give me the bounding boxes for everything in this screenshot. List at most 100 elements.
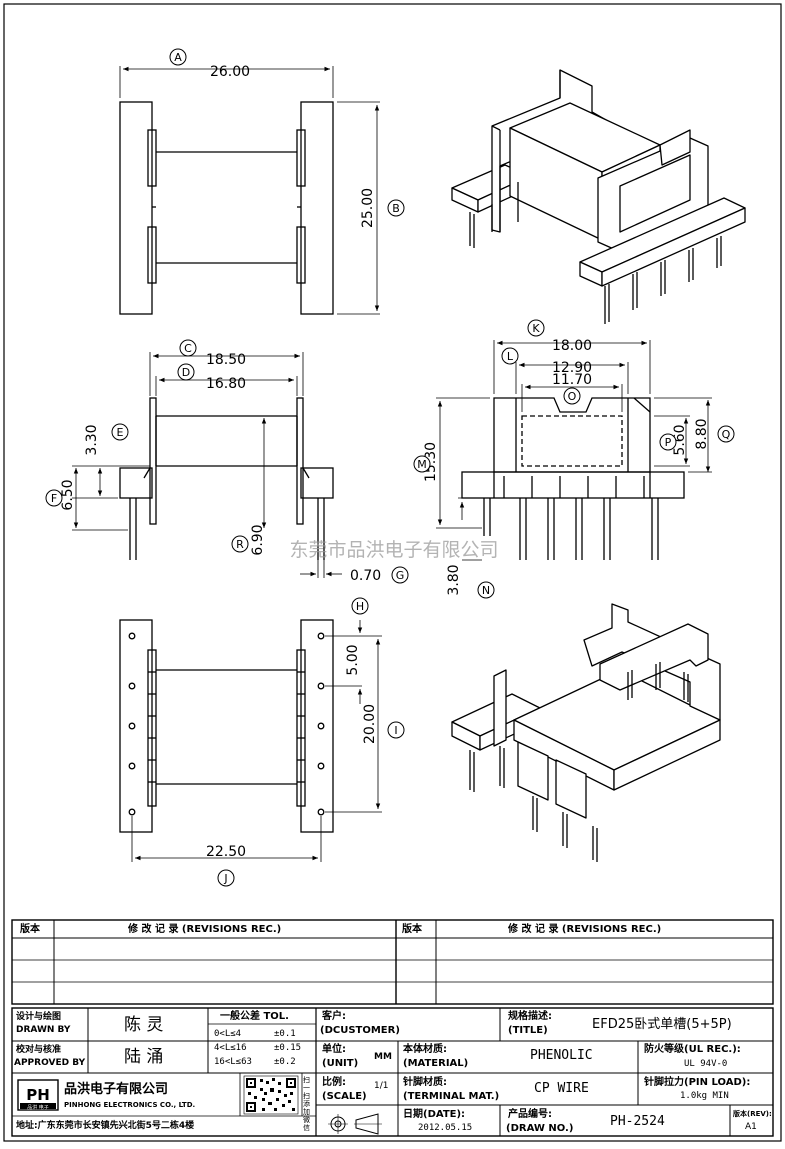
dim-q-value: 8.80 [694, 418, 710, 449]
watermark-text: 东莞市品洪电子有限公司 [289, 539, 498, 561]
svg-text:K: K [532, 322, 540, 335]
iso-view-top [451, 69, 746, 287]
dim-i-value: 20.00 [362, 704, 378, 744]
dim-h-value: 5.00 [345, 644, 361, 675]
date-value: 2012.05.15 [418, 1123, 473, 1133]
dimension-values: 26.00 25.00 18.50 16.80 3.30 6.50 6.90 0… [60, 64, 710, 860]
balloon-f: F [45, 489, 63, 507]
balloon-o: O [563, 387, 581, 405]
dim-l-value: 12.90 [552, 360, 592, 376]
company-address: 地址:广东东莞市长安镇先兴北街5号二栋4楼 [16, 1121, 195, 1131]
svg-text:M: M [417, 458, 427, 471]
company-name-cn: 品洪电子有限公司 [64, 1082, 169, 1097]
title-block-grid [11, 1007, 774, 1137]
terminal-label: 针脚材质: [403, 1077, 447, 1088]
svg-text:O: O [568, 390, 577, 403]
drawno-label: 产品编号: [508, 1109, 552, 1120]
iso-view-bottom [451, 603, 721, 819]
balloon-q: Q [717, 425, 735, 443]
balloon-d: D [177, 363, 195, 381]
customer-label-en: (DCUSTOMER) [320, 1025, 400, 1036]
balloon-m: M [413, 455, 431, 473]
scale-label-en: (SCALE) [322, 1091, 367, 1102]
tol-value-1: ±0.1 [274, 1029, 296, 1039]
svg-text:N: N [482, 584, 490, 597]
dimension-balloons: A B C D E F R G K L O M P Q N H I J [45, 48, 735, 887]
balloon-b: B [387, 199, 405, 217]
material-label: 本体材质: [403, 1044, 447, 1055]
balloon-a: A [169, 48, 187, 66]
material-value: PHENOLIC [530, 1048, 593, 1063]
tol-range-3: 16<L≤63 [214, 1057, 252, 1067]
rev-version-header-left: 版本 [20, 924, 40, 935]
dim-m-value: 15.30 [423, 442, 439, 482]
dim-g-value: 0.70 [350, 568, 381, 584]
title-label: 规格描述: [508, 1011, 552, 1022]
svg-text:L: L [507, 350, 514, 363]
unit-label-en: (UNIT) [322, 1058, 359, 1069]
material-label-en: (MATERIAL) [403, 1058, 469, 1069]
dim-o-value: 11.70 [552, 372, 592, 388]
svg-text:B: B [392, 202, 400, 215]
rev-label: 版本(REV): [733, 1110, 772, 1118]
approver-name: 陆 涌 [124, 1047, 164, 1067]
fire-value: UL 94V-0 [684, 1059, 728, 1069]
fire-label: 防火等级(UL REC.): [644, 1044, 741, 1055]
balloon-i: I [387, 721, 405, 739]
svg-text:I: I [394, 724, 397, 737]
approve-label-cn: 校对与核准 [16, 1045, 62, 1055]
company-logo: PH 品洪 电子 [17, 1079, 59, 1111]
design-label-en: DRAWN BY [16, 1025, 71, 1035]
terminal-value: CP WIRE [534, 1081, 589, 1096]
dim-r-value: 6.90 [250, 524, 266, 555]
balloon-j: J [217, 869, 235, 887]
svg-text:C: C [184, 342, 192, 355]
customer-label: 客户: [322, 1011, 346, 1022]
sheet-border [3, 3, 782, 1142]
drawno-label-en: (DRAW NO.) [506, 1123, 574, 1134]
pinload-label: 针脚拉力(PIN LOAD): [644, 1077, 751, 1088]
title-value: EFD25卧式单槽(5+5P) [592, 1017, 732, 1032]
projection-symbol-icon [328, 1113, 382, 1135]
terminal-label-en: (TERMINAL MAT.) [403, 1091, 500, 1102]
svg-text:G: G [396, 569, 405, 582]
svg-text:P: P [665, 436, 672, 449]
dim-e-value: 3.30 [84, 424, 100, 455]
scale-label: 比例: [322, 1077, 346, 1088]
tol-range-1: 0<L≤4 [214, 1029, 242, 1039]
dim-n-value: 3.80 [446, 564, 462, 595]
dim-p-value: 5.60 [672, 424, 688, 455]
dim-b-value: 25.00 [360, 188, 376, 228]
pinload-value: 1.0kg MIN [680, 1091, 729, 1101]
svg-text:H: H [356, 600, 364, 613]
rev-version-header-right: 版本 [402, 924, 422, 935]
svg-text:D: D [182, 366, 190, 379]
balloon-e: E [111, 423, 129, 441]
balloon-l: L [501, 347, 519, 365]
unit-value: MM [374, 1052, 392, 1062]
top-view [119, 101, 334, 315]
svg-text:PH: PH [26, 1086, 50, 1104]
dim-a-value: 26.00 [210, 64, 250, 80]
balloon-k: K [527, 319, 545, 337]
balloon-c: C [179, 339, 197, 357]
dim-j-value: 22.50 [206, 844, 246, 860]
tol-range-2: 4<L≤16 [214, 1043, 247, 1053]
balloon-h: H [351, 597, 369, 615]
svg-text:E: E [117, 426, 124, 439]
qr-code [243, 1075, 299, 1115]
dim-f-value: 6.50 [60, 479, 76, 510]
svg-text:品洪 电子: 品洪 电子 [27, 1104, 49, 1111]
design-label-cn: 设计与绘图 [16, 1012, 62, 1022]
svg-text:J: J [223, 872, 227, 885]
dim-k-value: 18.00 [552, 338, 592, 354]
date-label: 日期(DATE): [403, 1109, 466, 1120]
qr-caption: 扫一扫 添加 微信 [303, 1076, 310, 1132]
tol-value-2: ±0.15 [274, 1043, 302, 1053]
balloon-n: N [477, 581, 495, 599]
drawno-value: PH-2524 [610, 1114, 665, 1129]
unit-label: 单位: [322, 1044, 346, 1055]
rev-record-header-right: 修 改 记 录 (REVISIONS REC.) [508, 924, 662, 935]
